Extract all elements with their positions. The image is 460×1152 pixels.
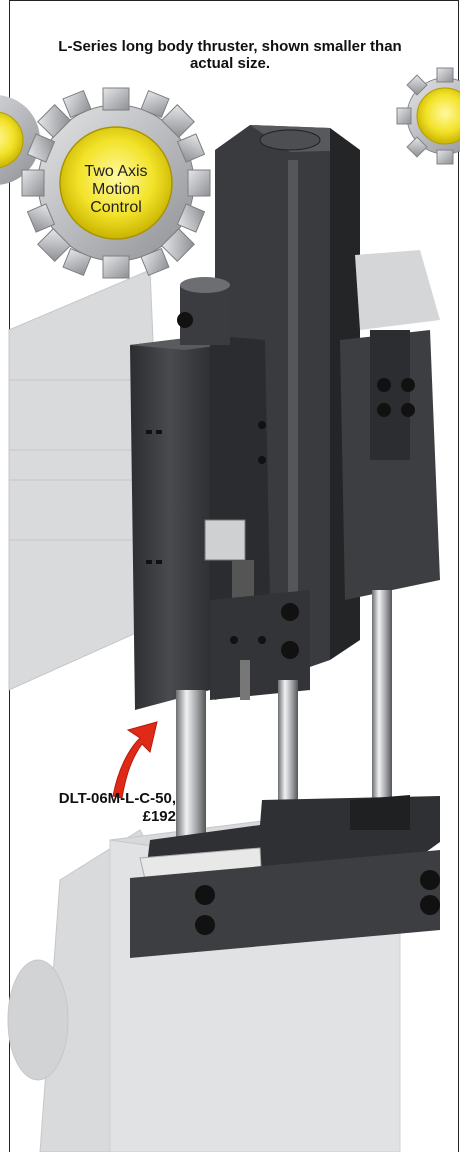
figure-caption: L-Series long body thruster, shown small… [58,38,402,72]
product-callout: DLT-06M-L-C-50, £192 [6,790,176,826]
gear-badge-label: Two Axis Motion Control [64,163,168,217]
product-price: £192 [142,808,176,825]
thruster-unit [130,125,440,958]
gear-badge-icon [21,87,211,279]
gear-label-line3: Control [90,199,142,216]
partial-gear-right-icon [396,67,460,165]
product-model: DLT-06M-L-C-50, [58,790,176,807]
gear-label-line1: Two Axis [84,163,148,180]
partial-gear-left-icon [0,95,40,185]
pointer-arrow-icon [112,721,158,799]
gear-label-line2: Motion [91,181,141,198]
